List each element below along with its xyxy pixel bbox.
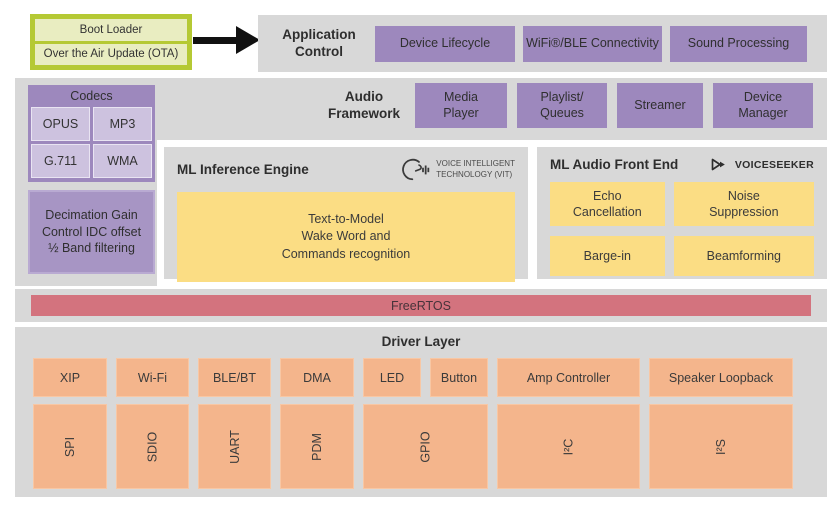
arrow-icon — [236, 26, 260, 54]
audio-framework-row: Audio Framework Media Player Playlist/ Q… — [175, 83, 813, 128]
codec-g711-block: G.711 — [31, 144, 90, 178]
audio-framework-title: Audio Framework — [327, 88, 400, 121]
codecs-title: Codecs — [70, 89, 113, 103]
boot-loader-block: Boot Loader — [35, 19, 187, 41]
i2s-block: I²S — [649, 404, 793, 489]
text-to-model-block: Text-to-Model Wake Word and Commands rec… — [177, 192, 515, 282]
echo-cancellation-block: Echo Cancellation — [549, 182, 665, 226]
codec-mp3-block: MP3 — [93, 107, 152, 141]
wifi-ble-connectivity-block: WiFi®/BLE Connectivity — [523, 25, 662, 62]
spi-block: SPI — [33, 404, 107, 489]
media-player-block: Media Player — [415, 83, 507, 128]
voiceseeker-logo: VOICESEEKER — [710, 156, 814, 173]
beamforming-block: Beamforming — [673, 236, 814, 276]
uart-block: UART — [198, 404, 271, 489]
gpio-block: GPIO — [363, 404, 488, 489]
speaker-loopback-block: Speaker Loopback — [649, 358, 793, 397]
ml-audio-front-end-header: ML Audio Front End VOICESEEKER — [550, 156, 814, 173]
ml-afe-grid: Echo Cancellation Noise Suppression Barg… — [549, 182, 814, 276]
ble-bt-block: BLE/BT — [198, 358, 271, 397]
driver-layer-title: Driver Layer — [381, 334, 461, 349]
noise-suppression-block: Noise Suppression — [673, 182, 814, 226]
decimation-block: Decimation Gain Control IDC offset ½ Ban… — [28, 190, 155, 274]
led-block: LED — [363, 358, 421, 397]
vit-head-icon — [402, 158, 430, 181]
ota-update-block: Over the Air Update (OTA) — [35, 43, 187, 65]
pdm-block: PDM — [280, 404, 354, 489]
dma-block: DMA — [280, 358, 354, 397]
application-control-panel: Application Control Device Lifecycle WiF… — [258, 15, 827, 72]
sound-processing-block: Sound Processing — [670, 25, 807, 62]
vit-logo-text: VOICE INTELLIGENT TECHNOLOGY (VIT) — [436, 159, 515, 179]
freertos-strip: FreeRTOS — [15, 289, 827, 322]
ml-audio-front-end-panel: ML Audio Front End VOICESEEKER Echo Canc… — [536, 147, 827, 279]
driver-layer-panel: Driver Layer XIP Wi-Fi BLE/BT DMA LED Bu… — [15, 327, 827, 497]
audio-framework-panel: Codecs OPUS MP3 G.711 WMA Decimation Gai… — [15, 78, 827, 286]
voiceseeker-logo-text: VOICESEEKER — [734, 158, 814, 171]
arrow-icon — [193, 37, 237, 44]
application-control-title: Application Control — [282, 27, 356, 59]
codecs-group: Codecs OPUS MP3 G.711 WMA — [28, 85, 155, 182]
vit-logo: VOICE INTELLIGENT TECHNOLOGY (VIT) — [399, 156, 515, 183]
freertos-bar: FreeRTOS — [31, 295, 811, 316]
ml-inference-engine-title: ML Inference Engine — [177, 162, 309, 177]
amp-controller-block: Amp Controller — [497, 358, 640, 397]
codec-wma-block: WMA — [93, 144, 152, 178]
boot-loader-group: Boot Loader Over the Air Update (OTA) — [30, 14, 192, 70]
button-block: Button — [430, 358, 488, 397]
driver-layer-grid: XIP Wi-Fi BLE/BT DMA LED Button Amp Cont… — [33, 358, 793, 489]
i2c-block: I²C — [497, 404, 640, 489]
ml-panels-area: ML Inference Engine VOICE INTELLIGENT TE… — [157, 140, 827, 286]
device-lifecycle-block: Device Lifecycle — [375, 25, 515, 62]
voiceseeker-icon — [711, 158, 725, 171]
wifi-block: Wi-Fi — [116, 358, 189, 397]
device-manager-block: Device Manager — [713, 83, 813, 128]
ml-inference-engine-header: ML Inference Engine VOICE INTELLIGENT TE… — [177, 156, 515, 183]
playlist-queues-block: Playlist/ Queues — [517, 83, 607, 128]
ml-inference-engine-panel: ML Inference Engine VOICE INTELLIGENT TE… — [164, 147, 528, 282]
ml-audio-front-end-title: ML Audio Front End — [549, 157, 679, 172]
sdio-block: SDIO — [116, 404, 189, 489]
streamer-block: Streamer — [617, 83, 703, 128]
codecs-grid: OPUS MP3 G.711 WMA — [31, 107, 152, 178]
barge-in-block: Barge-in — [549, 236, 665, 276]
xip-block: XIP — [33, 358, 107, 397]
codec-opus-block: OPUS — [31, 107, 90, 141]
